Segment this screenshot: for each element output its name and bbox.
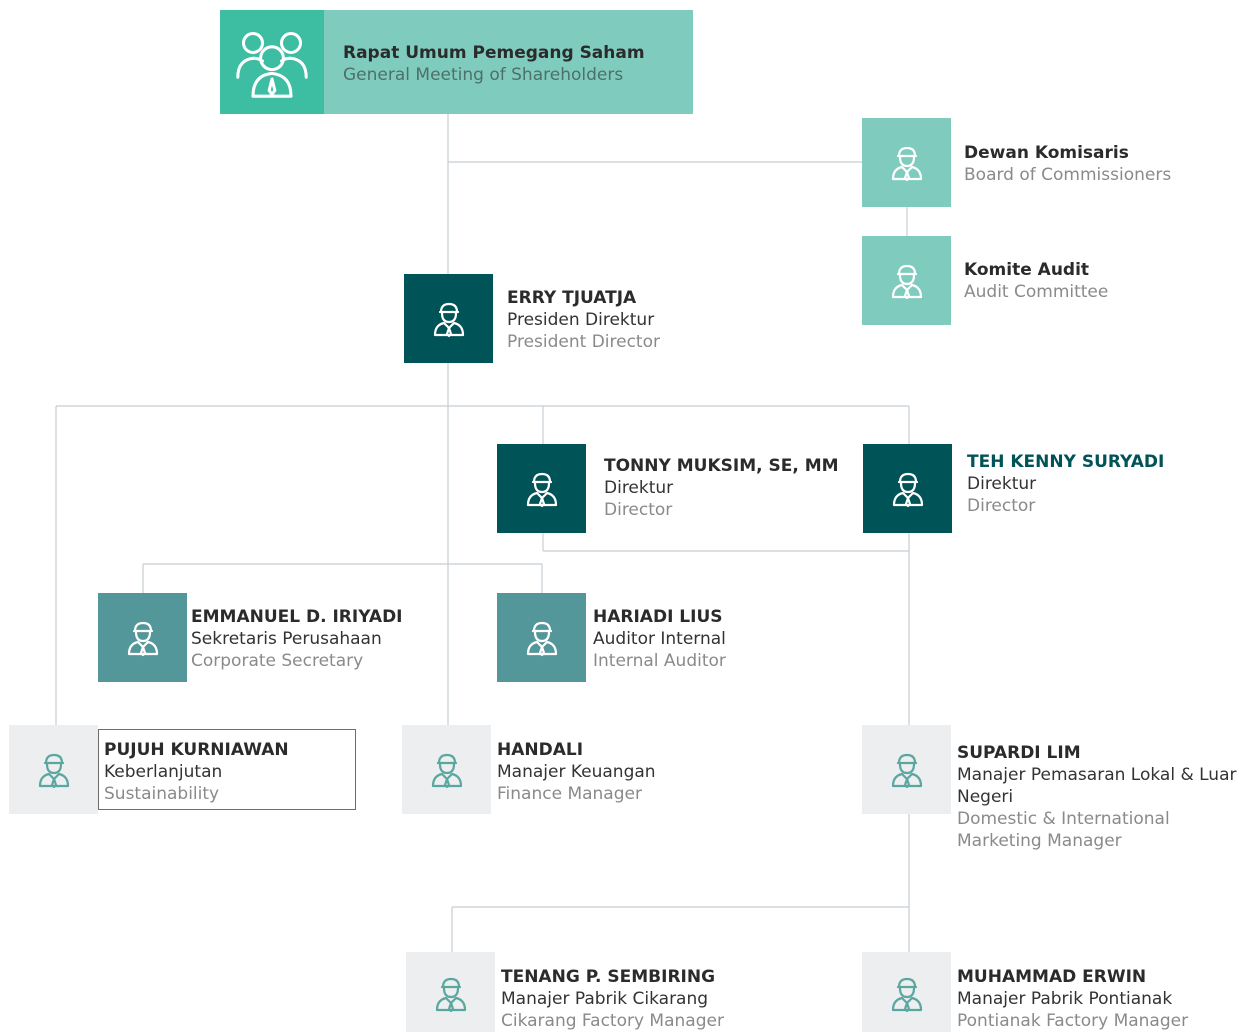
node-rups: Rapat Umum Pemegang Saham General Meetin…: [220, 10, 693, 114]
person-with-tie-icon: [123, 618, 163, 658]
cikarang-role-en: Cikarang Factory Manager: [501, 1011, 724, 1031]
corp-secretary-icon-box: [98, 593, 187, 682]
internal-auditor-role-en: Internal Auditor: [593, 651, 726, 671]
finance-role-id: Manajer Keuangan: [497, 762, 656, 782]
president-icon-box: [404, 274, 493, 363]
finance-role-en: Finance Manager: [497, 784, 642, 804]
audit-committee-icon-box: [862, 236, 951, 325]
pontianak-role-id: Manajer Pabrik Pontianak: [957, 989, 1173, 1009]
rups-icon-box: [220, 10, 324, 114]
director-tonny-role-id: Direktur: [604, 478, 674, 498]
sustainability-name: PUJUH KURNIAWAN: [104, 740, 289, 760]
cikarang-name: TENANG P. SEMBIRING: [501, 967, 716, 987]
commissioners-title-id: Dewan Komisaris: [964, 143, 1129, 163]
president-role-en: President Director: [507, 332, 660, 352]
person-with-tie-icon: [429, 299, 469, 339]
pontianak-role-en: Pontianak Factory Manager: [957, 1011, 1189, 1031]
finance-icon-box: [402, 725, 491, 814]
finance-name: HANDALI: [497, 740, 584, 760]
person-with-tie-icon: [34, 750, 74, 790]
marketing-name: SUPARDI LIM: [957, 743, 1081, 763]
pontianak-name: MUHAMMAD ERWIN: [957, 967, 1147, 987]
director-teh-name: TEH KENNY SURYADI: [967, 452, 1165, 472]
sustainability-role-id: Keberlanjutan: [104, 762, 223, 782]
sustainability-frame: [98, 729, 356, 810]
audit-committee-title-en: Audit Committee: [964, 282, 1109, 302]
director-teh-role-en: Director: [967, 496, 1036, 516]
person-with-tie-icon: [522, 618, 562, 658]
person-with-tie-icon: [887, 750, 927, 790]
person-with-tie-icon: [888, 469, 928, 509]
marketing-role-en: Domestic & International Marketing Manag…: [957, 809, 1170, 851]
rups-title-en: General Meeting of Shareholders: [343, 65, 624, 85]
director-tonny-role-en: Director: [604, 500, 673, 520]
internal-auditor-icon-box: [497, 593, 586, 682]
president-name: ERRY TJUATJA: [507, 288, 637, 308]
internal-auditor-role-id: Auditor Internal: [593, 629, 726, 649]
pontianak-icon-box: [862, 952, 951, 1032]
sustainability-role-en: Sustainability: [104, 784, 220, 804]
director-teh-role-id: Direktur: [967, 474, 1037, 494]
commissioners-title-en: Board of Commissioners: [964, 165, 1172, 185]
sustainability-icon-box: [9, 725, 98, 814]
commissioners-icon-box: [862, 118, 951, 207]
president-role-id: Presiden Direktur: [507, 310, 655, 330]
cikarang-icon-box: [406, 952, 495, 1032]
corp-secretary-role-id: Sekretaris Perusahaan: [191, 629, 382, 649]
people-group-icon: [234, 24, 310, 100]
person-with-tie-icon: [427, 750, 467, 790]
marketing-icon-box: [862, 725, 951, 814]
marketing-role-id: Manajer Pemasaran Lokal & Luar Negeri: [957, 765, 1237, 807]
person-with-tie-icon: [887, 143, 927, 183]
director-teh-icon-box: [863, 444, 952, 533]
corp-secretary-role-en: Corporate Secretary: [191, 651, 364, 671]
person-with-tie-icon: [887, 974, 927, 1014]
internal-auditor-name: HARIADI LIUS: [593, 607, 723, 627]
director-tonny-icon-box: [497, 444, 586, 533]
person-with-tie-icon: [522, 469, 562, 509]
audit-committee-title-id: Komite Audit: [964, 260, 1090, 280]
person-with-tie-icon: [887, 261, 927, 301]
corp-secretary-name: EMMANUEL D. IRIYADI: [191, 607, 403, 627]
rups-title-id: Rapat Umum Pemegang Saham: [343, 43, 645, 63]
person-with-tie-icon: [431, 974, 471, 1014]
director-tonny-name: TONNY MUKSIM, SE, MM: [604, 456, 839, 476]
cikarang-role-id: Manajer Pabrik Cikarang: [501, 989, 709, 1009]
